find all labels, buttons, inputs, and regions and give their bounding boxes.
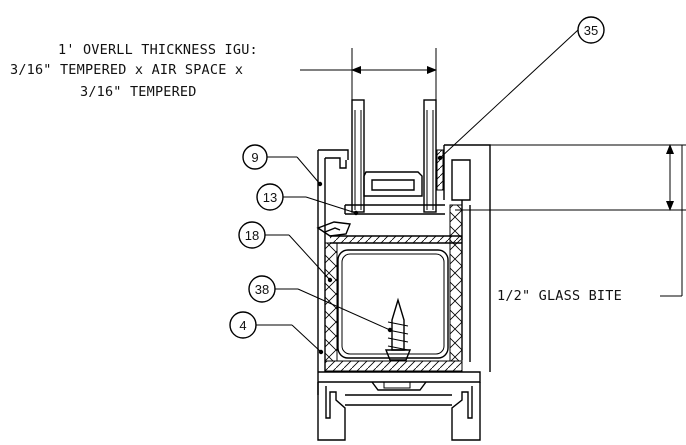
glass-pane-right xyxy=(423,99,437,213)
igu-tempered-note: 3/16" TEMPERED xyxy=(80,84,197,100)
igu-composition-note: 3/16" TEMPERED x AIR SPACE x xyxy=(10,62,243,78)
igu-spacer xyxy=(363,171,423,197)
callout-9: 9 xyxy=(242,144,323,187)
frame-profile xyxy=(316,144,491,441)
svg-text:13: 13 xyxy=(263,190,277,205)
svg-text:38: 38 xyxy=(255,282,269,297)
svg-text:35: 35 xyxy=(584,23,598,38)
igu-thickness-note: 1' OVERLL THICKNESS IGU: xyxy=(58,42,258,58)
callout-35: 35 xyxy=(437,16,605,161)
callout-18: 18 xyxy=(238,221,333,283)
svg-text:9: 9 xyxy=(251,150,258,165)
fastener-screw xyxy=(384,297,412,361)
svg-text:4: 4 xyxy=(239,318,246,333)
callout-38: 38 xyxy=(248,275,393,333)
glass-pane-left xyxy=(351,99,365,213)
glass-bite-dimension xyxy=(455,144,686,297)
glass-bite-note: 1/2" GLASS BITE xyxy=(497,288,622,304)
svg-text:18: 18 xyxy=(245,228,259,243)
igu-dimension xyxy=(330,48,437,105)
glazing-tape xyxy=(436,149,444,191)
callout-13: 13 xyxy=(256,183,359,216)
callout-4: 4 xyxy=(229,311,324,355)
